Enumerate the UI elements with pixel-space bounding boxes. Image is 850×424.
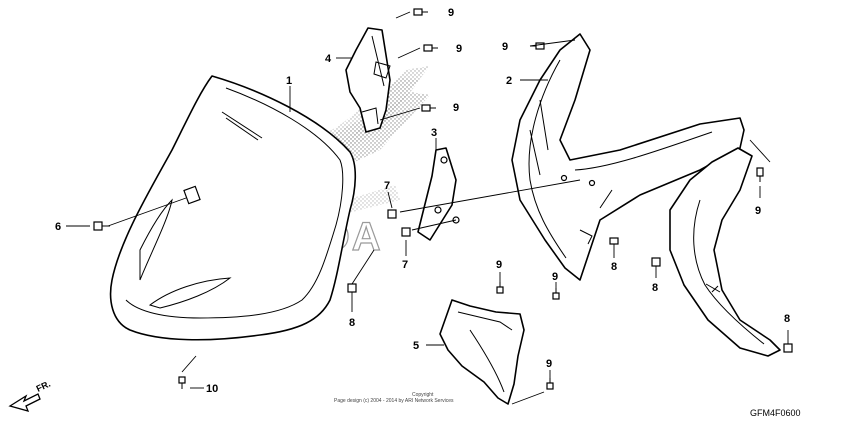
- callout-8c: 8: [652, 282, 658, 294]
- callout-9a: 9: [448, 7, 454, 19]
- callout-8d: 8: [784, 313, 790, 325]
- part-3-small-bracket: [417, 147, 460, 241]
- callout-9e: 9: [755, 205, 761, 217]
- callout-8a: 8: [349, 317, 355, 329]
- callout-3: 3: [431, 127, 437, 139]
- front-direction-label: FR.: [35, 379, 52, 394]
- callout-9f: 9: [496, 259, 502, 271]
- callout-9c: 9: [453, 102, 459, 114]
- right-side-panel: [669, 147, 781, 357]
- callout-5: 5: [413, 340, 419, 352]
- part-2-inner-panel: [511, 33, 745, 281]
- part-5-lower-piece: [439, 299, 525, 405]
- callout-8b: 8: [611, 261, 617, 273]
- copyright-line-1: Copyright: [412, 392, 434, 398]
- callout-labels: 1 2 3 4 5 6 7 7 8 8 8 8 9 9 9 9 9 9 9 9 …: [55, 7, 790, 395]
- part-4-upper-bracket: [345, 27, 391, 133]
- front-direction-arrow-icon: FR.: [8, 379, 52, 412]
- part-1-front-cover: [109, 75, 357, 341]
- callout-9b: 9: [456, 43, 462, 55]
- leader-lines: [66, 11, 789, 405]
- callout-4: 4: [325, 53, 332, 65]
- callout-9d: 9: [502, 41, 508, 53]
- callout-1: 1: [286, 75, 292, 87]
- callout-7b: 7: [402, 259, 408, 271]
- copyright-line-2: Page design (c) 2004 - 2014 by ARI Netwo…: [334, 398, 454, 404]
- fastener-screws: [93, 8, 793, 390]
- callout-10: 10: [206, 383, 218, 395]
- callout-9g: 9: [552, 271, 558, 283]
- callout-7a: 7: [384, 180, 390, 192]
- callout-2: 2: [506, 75, 512, 87]
- callout-6: 6: [55, 221, 61, 233]
- callout-9h: 9: [546, 358, 552, 370]
- diagram-code: GFM4F0600: [750, 408, 801, 418]
